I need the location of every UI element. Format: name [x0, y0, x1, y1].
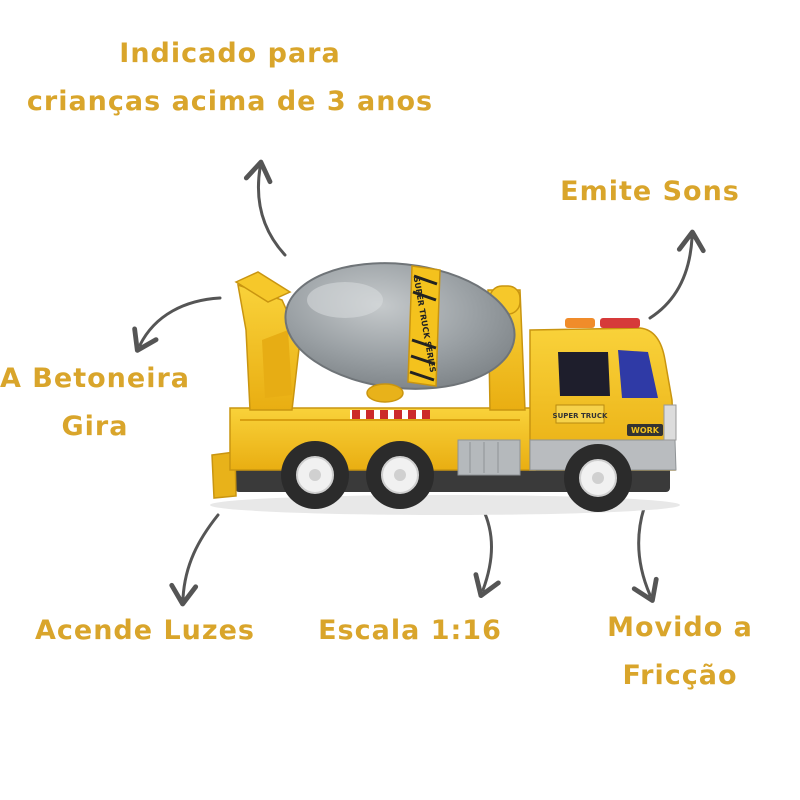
label-lights-text: Acende Luzes	[35, 615, 255, 646]
label-sounds-text: Emite Sons	[560, 176, 740, 207]
cement-mixer-truck-icon: SUPER TRUCK SERIES SUPER TRUCK WORK	[210, 262, 680, 515]
label-sounds: Emite Sons	[540, 168, 760, 216]
door-label: SUPER TRUCK	[553, 412, 608, 420]
work-badge: WORK	[631, 426, 660, 435]
label-rotates: A Betoneira Gira	[0, 355, 190, 451]
label-friction-line2: Fricção	[622, 660, 738, 691]
arrow-lights-icon	[169, 513, 220, 607]
label-age: Indicado para crianças acima de 3 anos	[20, 30, 440, 126]
arrow-friction-icon	[631, 503, 659, 603]
label-scale-text: Escala 1:16	[318, 615, 502, 646]
label-rotates-line2: Gira	[61, 411, 129, 442]
arrow-age-icon	[243, 159, 287, 257]
mixer-drum: SUPER TRUCK SERIES	[284, 262, 516, 403]
label-age-line2: crianças acima de 3 anos	[26, 86, 434, 117]
arrow-scale-icon	[473, 505, 501, 599]
arrow-rotates-icon	[132, 296, 222, 353]
wheel-rear-2	[366, 441, 434, 509]
label-friction: Movido a Fricção	[590, 604, 770, 700]
wheel-rear-1	[281, 441, 349, 509]
label-age-line1: Indicado para	[119, 38, 341, 69]
label-scale: Escala 1:16	[310, 607, 510, 655]
label-rotates-line1: A Betoneira	[0, 363, 190, 394]
label-friction-line1: Movido a	[607, 612, 753, 643]
label-lights: Acende Luzes	[25, 607, 265, 655]
arrow-sounds-icon	[648, 229, 706, 320]
wheel-front	[564, 444, 632, 512]
